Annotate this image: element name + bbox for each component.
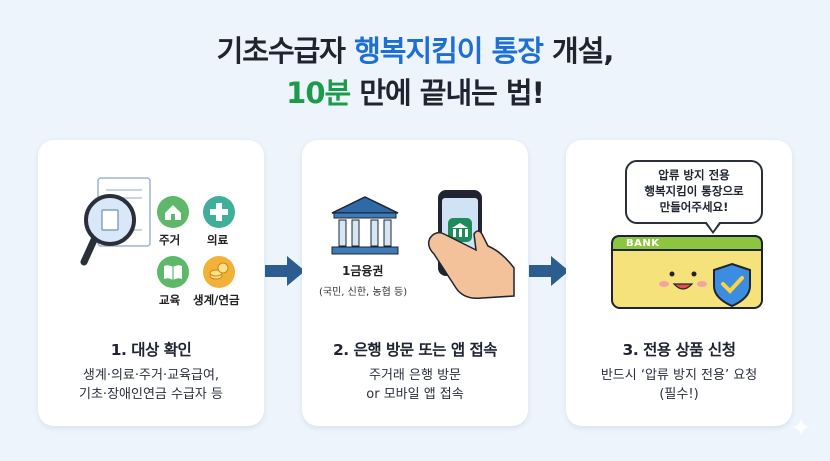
bank-building-icon [331,196,399,255]
desc-line: 주거래 은행 방문 [369,368,461,383]
title-line-1: 기초수급자 행복지킴이 통장 개설, [216,34,615,68]
step-1-title: 1. 대상 확인 [110,341,192,359]
speech-bubble: 압류 방지 전용 행복지킴이 통장으로 만들어주세요! [625,160,763,224]
bubble-line: 행복지킴이 통장으로 [644,184,744,198]
medical-label: 의료 [207,233,229,247]
livelihood-label: 생계/연금 [193,293,240,307]
bank-tier-label: 1금융권 [342,264,384,278]
smartphone-hand-icon [427,190,515,300]
title-line-2: 10분 만에 끝내는 법! [0,72,830,114]
desc-line: 반드시 ‘압류 방지 전용’ 요청 [600,368,758,383]
bubble-line: 만들어주세요! [659,200,729,214]
step-2-description: 주거래 은행 방문 or 모바일 앱 접속 [302,366,528,404]
arrow-right-icon [265,256,305,286]
book-icon [157,256,189,288]
step-2-title: 2. 은행 방문 또는 앱 접속 [333,341,498,359]
medical-cross-icon [203,196,235,228]
sparkle-icon [792,418,810,436]
title-text: 만에 끝내는 법! [350,76,545,110]
arrow-right-icon [529,256,569,286]
desc-line: 기초·장애인연금 수급자 등 [79,387,223,402]
document-magnifier-icon [80,177,151,266]
step-3-description: 반드시 ‘압류 방지 전용’ 요청 (필수!) [566,366,792,404]
coins-icon [203,256,235,288]
housing-label: 주거 [159,233,181,247]
desc-line: (필수!) [659,387,699,402]
page-title: 기초수급자 행복지킴이 통장 개설, 10분 만에 끝내는 법! [0,30,830,114]
education-label: 교육 [159,293,181,307]
step-card-2: 1금융권 (국민, 신한, 농협 등) 2. 은행 방문 또는 앱 접속 주거래… [302,140,528,426]
title-text: 기초수급자 [216,34,355,68]
step-1-description: 생계·의료·주거·교육급여, 기초·장애인연금 수급자 등 [38,366,264,404]
house-icon [157,196,189,228]
step-card-3: 압류 방지 전용 행복지킴이 통장으로 만들어주세요! BANK 3. 전용 상… [566,140,792,426]
bankbook-icon [611,235,763,309]
title-highlight-green: 10분 [286,76,351,110]
step-3-title: 3. 전용 상품 신청 [622,341,736,359]
step-card-1: 주거 의료 교육 생계/연금 1. 대상 확인 생계·의료·주거·교육급여, 기… [38,140,264,426]
bank-examples: (국민, 신한, 농협 등) [319,287,408,298]
bubble-tail-inner [706,221,720,231]
bankbook-label: BANK [626,238,660,249]
title-highlight: 행복지킴이 통장 [354,34,544,68]
title-text: 개설, [542,34,614,68]
bubble-line: 압류 방지 전용 [658,168,730,182]
desc-line: or 모바일 앱 접속 [366,387,464,402]
desc-line: 생계·의료·주거·교육급여, [82,368,220,383]
